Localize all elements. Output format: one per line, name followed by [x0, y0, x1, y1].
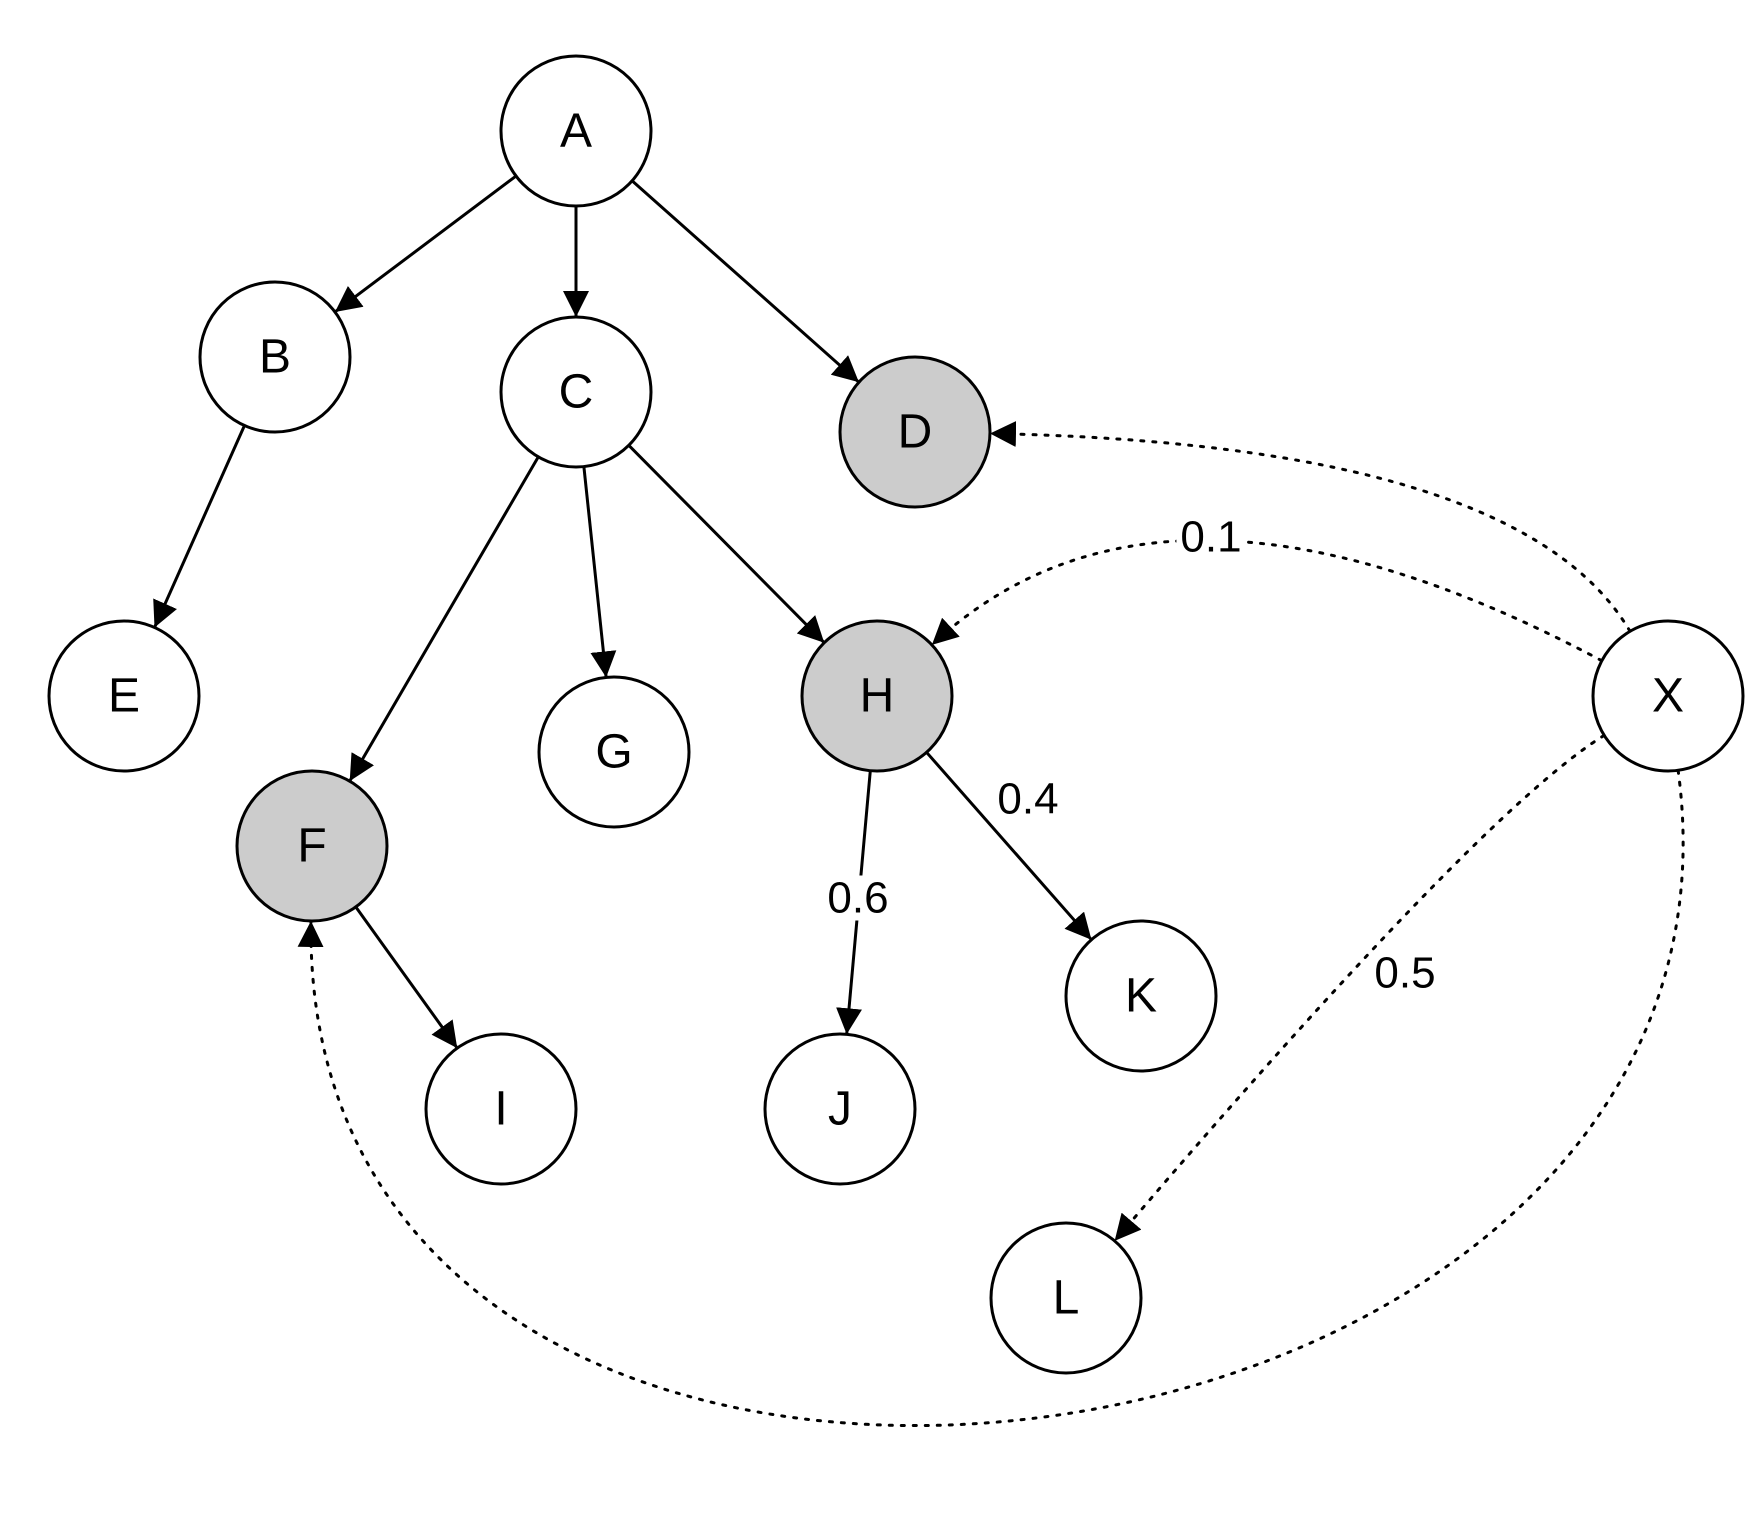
node-circle	[424, 1032, 578, 1186]
node-x[interactable]: X	[1591, 619, 1745, 773]
edge-label-x-h: 0.1	[1176, 513, 1246, 562]
node-label: F	[297, 820, 326, 873]
node-d[interactable]: D	[838, 355, 992, 509]
node-label: J	[828, 1083, 852, 1136]
node-label: A	[560, 105, 592, 158]
node-circle	[1064, 919, 1218, 1073]
svg-text:0.4: 0.4	[997, 775, 1058, 824]
node-i[interactable]: I	[424, 1032, 578, 1186]
node-circle	[499, 54, 653, 208]
node-circle	[499, 315, 653, 469]
edges-layer	[153, 174, 1685, 1428]
node-label: C	[559, 366, 594, 419]
node-h[interactable]: H	[800, 619, 954, 773]
edge-a-d	[631, 179, 860, 384]
node-label: G	[595, 726, 632, 779]
edge-c-g	[582, 466, 617, 678]
edge-labels-layer: 0.6 0.4 0.1 0.5	[823, 513, 1440, 998]
node-circle	[838, 355, 992, 509]
node-a[interactable]: A	[499, 54, 653, 208]
node-label: D	[898, 406, 933, 459]
svg-text:0.6: 0.6	[827, 874, 888, 923]
node-circle	[198, 280, 352, 434]
edge-b-e	[153, 424, 246, 629]
edge-label-x-l: 0.5	[1370, 949, 1440, 998]
node-circle	[47, 619, 201, 773]
node-label: K	[1125, 970, 1157, 1023]
node-k[interactable]: K	[1064, 919, 1218, 1073]
edge-c-f	[348, 456, 540, 782]
svg-text:0.1: 0.1	[1180, 513, 1241, 562]
node-g[interactable]: G	[537, 675, 691, 829]
node-circle	[800, 619, 954, 773]
node-f[interactable]: F	[235, 769, 389, 923]
node-label: I	[494, 1083, 507, 1136]
edge-label-h-j: 0.6	[823, 874, 893, 923]
edge-a-b	[334, 174, 517, 314]
node-e[interactable]: E	[47, 619, 201, 773]
edge-c-h	[627, 444, 826, 644]
svg-text:0.5: 0.5	[1374, 949, 1435, 998]
node-label: E	[108, 670, 140, 723]
edge-f-i	[354, 906, 459, 1049]
node-circle	[989, 1221, 1143, 1375]
node-circle	[235, 769, 389, 923]
node-label: H	[860, 670, 895, 723]
node-label: X	[1652, 670, 1684, 723]
edge-x-h	[930, 538, 1604, 663]
node-l[interactable]: L	[989, 1221, 1143, 1375]
nodes-layer: A B C D E F G H I J K L X	[47, 54, 1745, 1375]
node-label: L	[1053, 1272, 1080, 1325]
node-circle	[1591, 619, 1745, 773]
edge-h-k	[925, 751, 1093, 941]
node-circle	[763, 1032, 917, 1186]
edge-x-l	[1113, 733, 1606, 1243]
edge-label-h-k: 0.4	[993, 775, 1063, 824]
node-circle	[537, 675, 691, 829]
edge-x-f	[297, 768, 1685, 1428]
edge-x-d	[988, 421, 1632, 633]
node-j[interactable]: J	[763, 1032, 917, 1186]
node-c[interactable]: C	[499, 315, 653, 469]
node-label: B	[259, 331, 291, 384]
node-b[interactable]: B	[198, 280, 352, 434]
